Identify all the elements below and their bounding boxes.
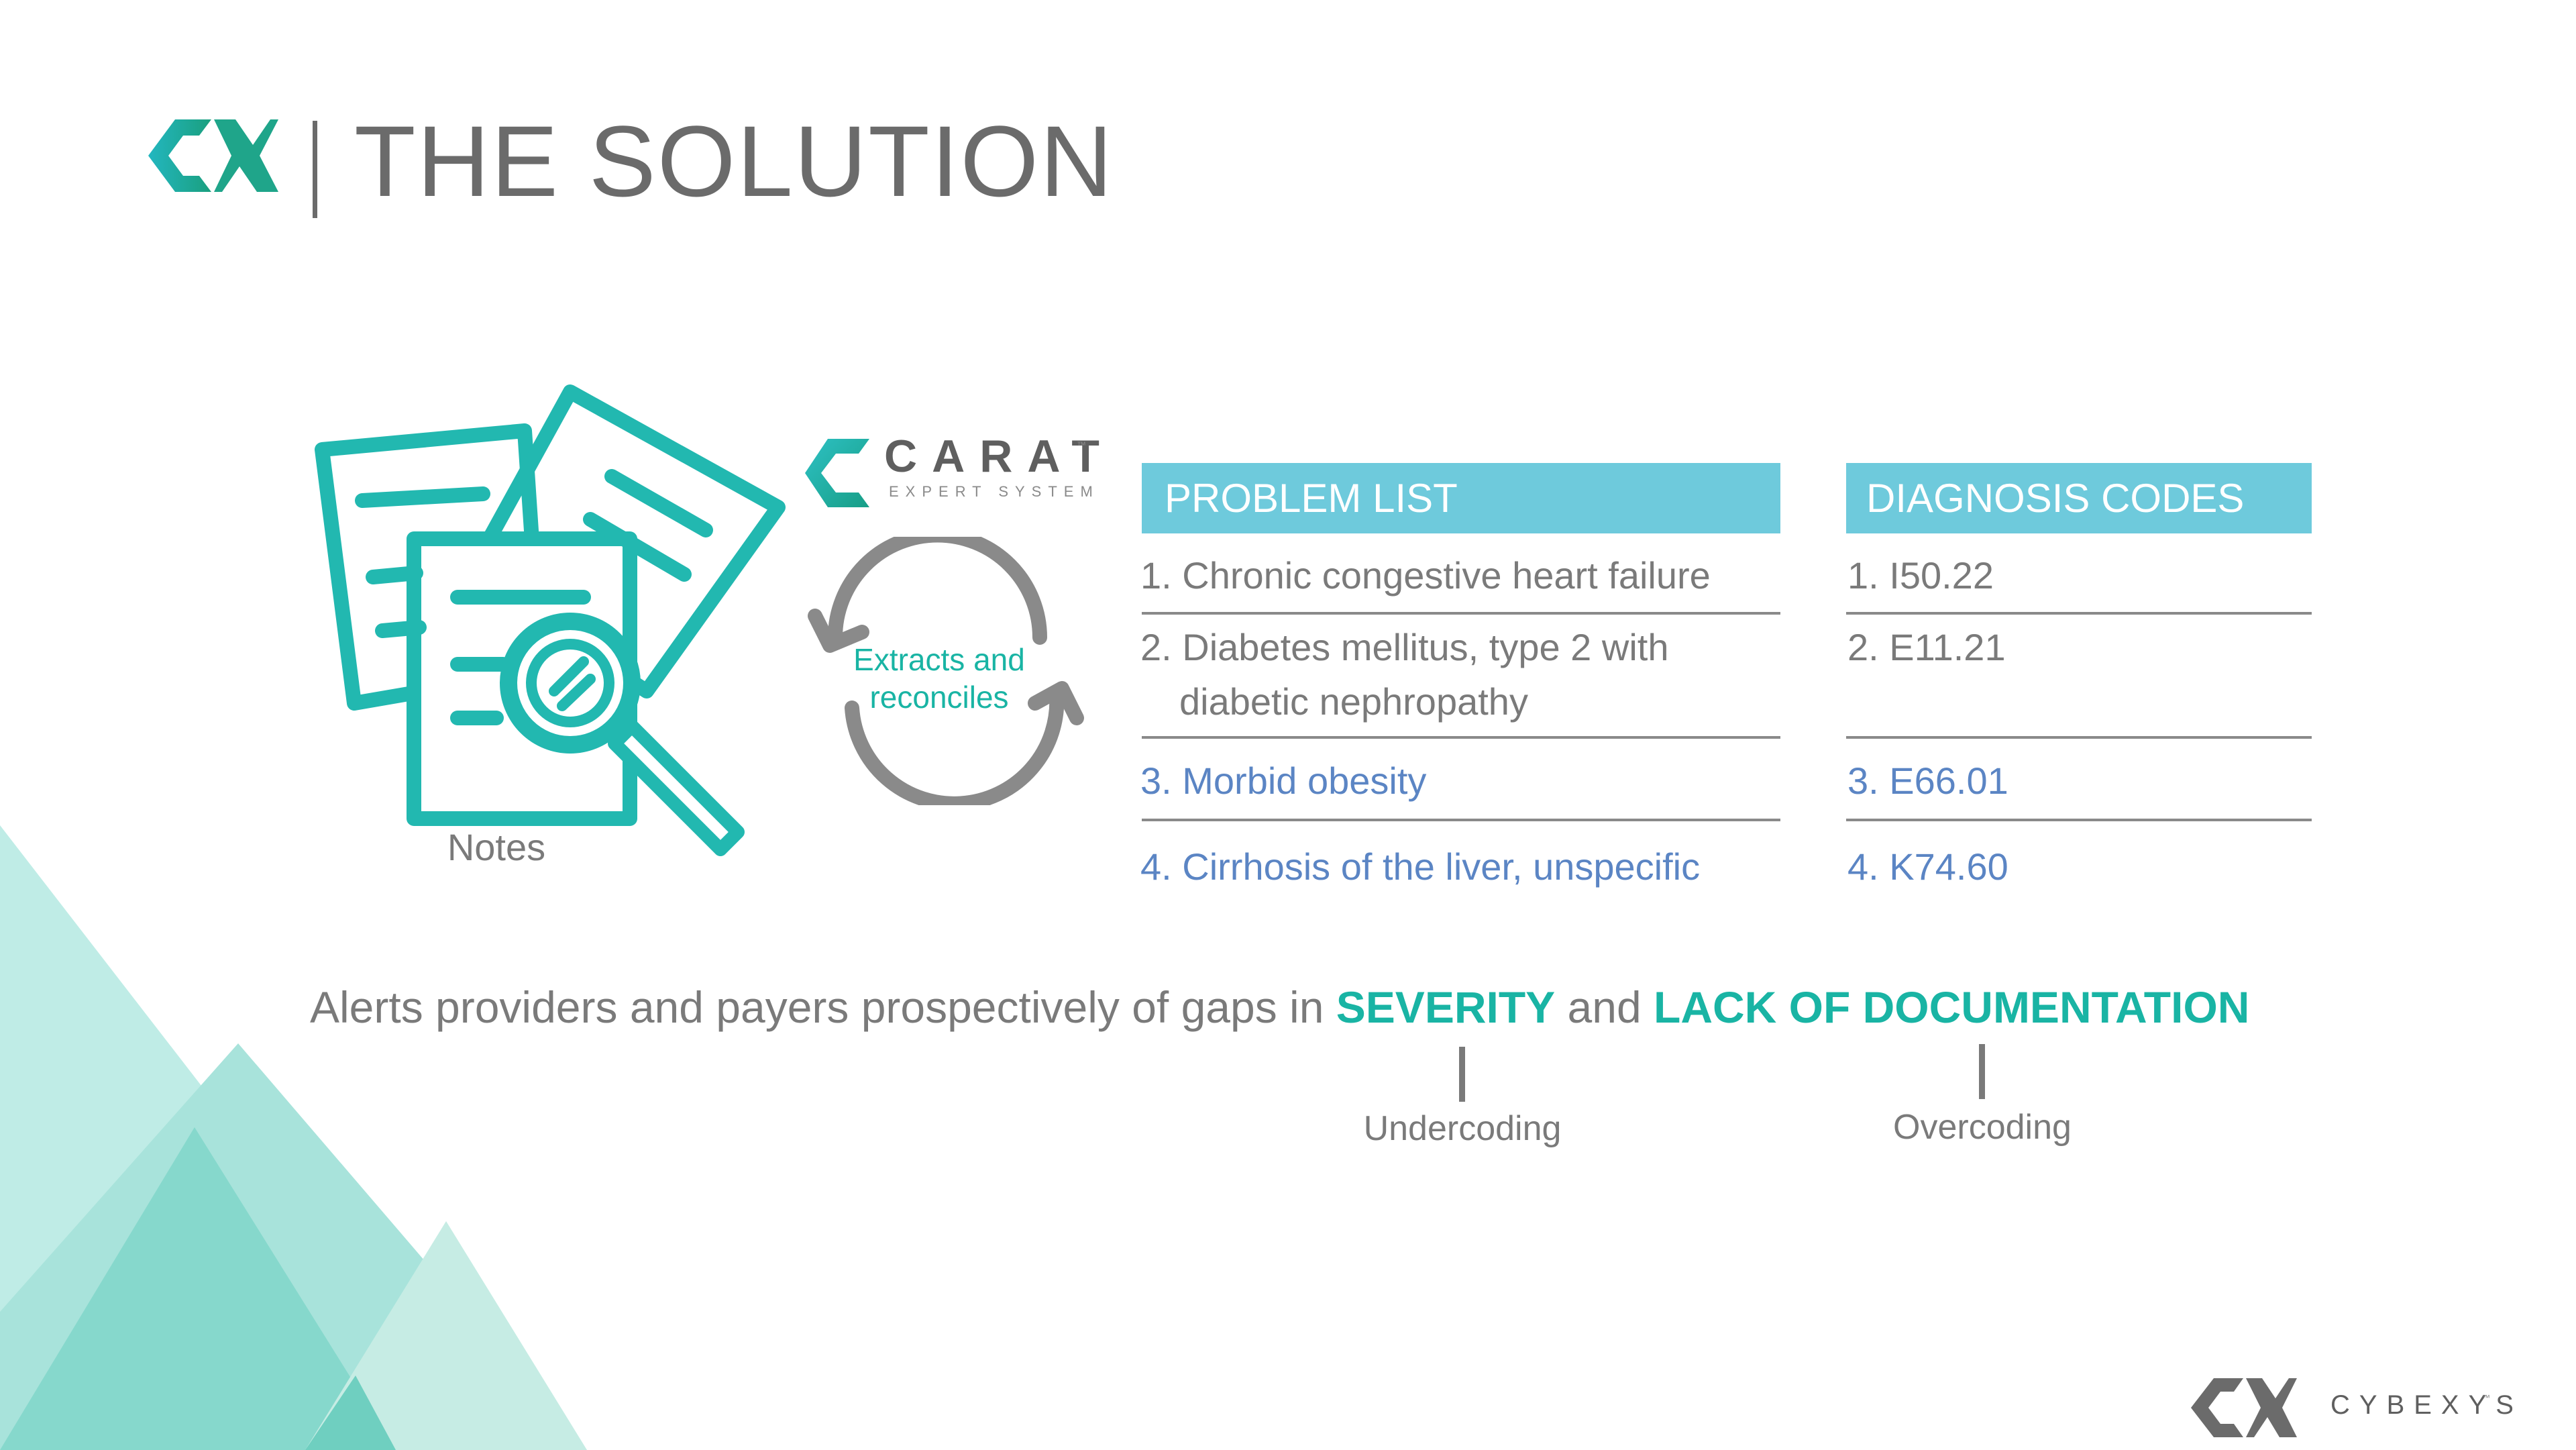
cx-logo-icon — [148, 119, 278, 192]
notes-label: Notes — [447, 826, 546, 868]
problem-item-1: 1. Chronic congestive heart failure — [1140, 554, 1711, 597]
lack-of-documentation-highlight: LACK OF DOCUMENTATION — [1654, 982, 2250, 1032]
problem-list-header: PROBLEM LIST — [1142, 463, 1780, 533]
diagnosis-codes-header: DIAGNOSIS CODES — [1846, 463, 2312, 533]
notes-documents-icon — [315, 384, 786, 856]
carat-subtitle: EXPERT SYSTEM — [889, 483, 1099, 500]
problem-item-2-line2: diabetic nephropathy — [1179, 680, 1528, 723]
carat-trademark: ™ — [1077, 439, 1086, 450]
problem-row-divider — [1142, 612, 1780, 615]
overcoding-label: Overcoding — [1893, 1108, 2072, 1147]
problem-item-4: 4. Cirrhosis of the liver, unspecific — [1140, 845, 1701, 888]
problem-row-divider — [1142, 736, 1780, 739]
problem-row-divider — [1142, 819, 1780, 821]
diagnosis-code-2: 2. E11.21 — [1847, 626, 2006, 668]
cybexys-logo-icon — [2191, 1378, 2297, 1437]
codes-row-divider — [1846, 612, 2312, 615]
carat-name: CARAT — [884, 431, 1114, 482]
page-title: THE SOLUTION — [354, 105, 1114, 217]
diagnosis-code-3: 3. E66.01 — [1847, 760, 2008, 802]
cycle-arrows-icon — [808, 537, 1084, 805]
severity-tick — [1459, 1047, 1465, 1102]
lack-tick — [1979, 1044, 1985, 1099]
alert-prefix: Alerts providers and payers prospectivel… — [310, 982, 1336, 1032]
diagnosis-code-4: 4. K74.60 — [1847, 845, 2008, 888]
severity-highlight: SEVERITY — [1336, 982, 1556, 1032]
alert-sentence: Alerts providers and payers prospectivel… — [310, 978, 2249, 1036]
problem-item-3: 3. Morbid obesity — [1140, 760, 1427, 802]
codes-row-divider — [1846, 819, 2312, 821]
problem-item-2-line1: 2. Diabetes mellitus, type 2 with — [1140, 626, 1669, 668]
diagnosis-code-1: 1. I50.22 — [1847, 554, 1994, 597]
brand-trademark: ™ — [2482, 1393, 2490, 1402]
undercoding-label: Undercoding — [1363, 1109, 1562, 1148]
alert-middle: and — [1555, 982, 1654, 1032]
cycle-label: Extracts and reconciles — [853, 642, 1025, 715]
carat-logo-icon — [805, 439, 869, 507]
title-divider — [313, 121, 317, 218]
codes-row-divider — [1846, 736, 2312, 739]
brand-name: CYBEXYS — [2330, 1390, 2523, 1420]
